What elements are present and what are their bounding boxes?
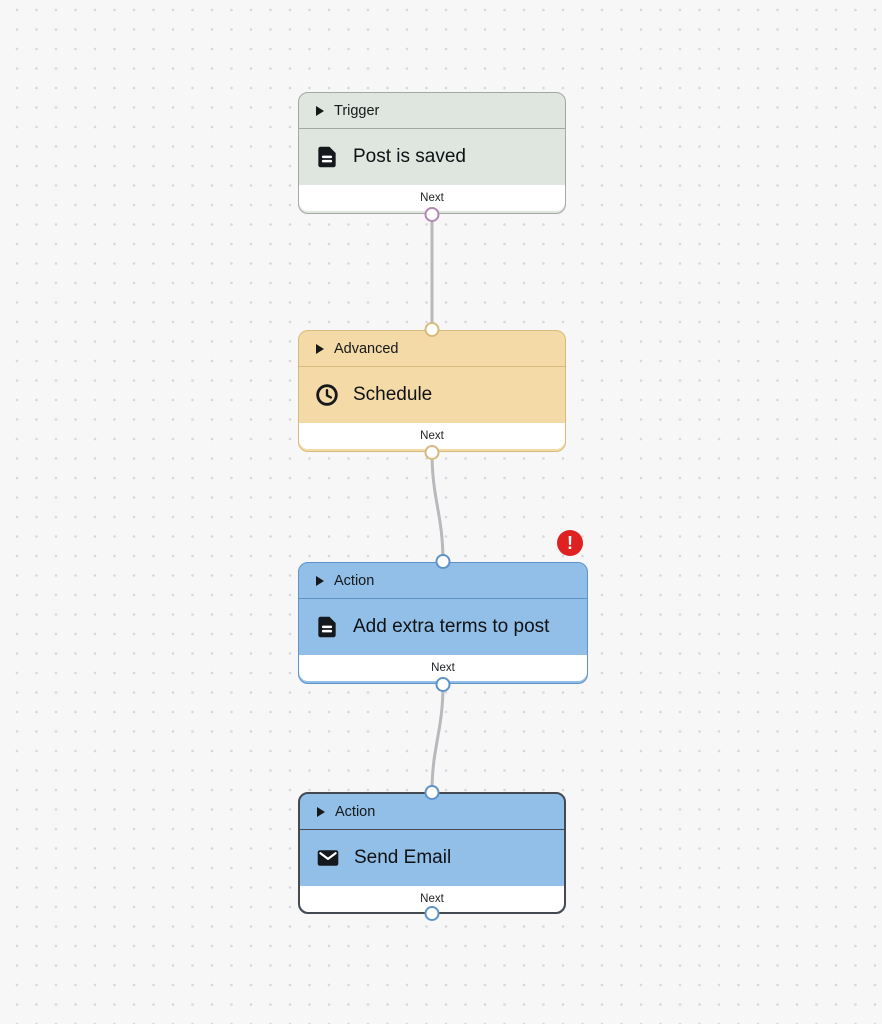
clock-icon xyxy=(314,382,340,408)
output-port[interactable] xyxy=(424,906,440,921)
edge-addterms-to-sendemail[interactable] xyxy=(430,682,445,794)
node-footer: Next xyxy=(299,185,565,211)
input-port[interactable] xyxy=(435,554,451,569)
node-action-add-extra-terms[interactable]: ! Action Add extra terms to post Next xyxy=(298,530,588,692)
node-body: Send Email xyxy=(300,830,564,886)
node-header[interactable]: Advanced xyxy=(299,331,565,367)
collapse-triangle-icon[interactable] xyxy=(316,343,324,354)
next-label: Next xyxy=(420,192,444,204)
node-footer: Next xyxy=(299,655,587,681)
edge-schedule-to-addterms[interactable] xyxy=(430,450,445,564)
node-title: Add extra terms to post xyxy=(353,616,550,637)
collapse-triangle-icon[interactable] xyxy=(316,105,324,116)
node-header[interactable]: Action xyxy=(299,563,587,599)
output-port[interactable] xyxy=(424,445,440,460)
output-port[interactable] xyxy=(435,677,451,692)
node-title: Schedule xyxy=(353,384,433,405)
node-footer: Next xyxy=(299,423,565,449)
node-advanced-schedule[interactable]: Advanced Schedule Next xyxy=(298,322,566,460)
node-body: Post is saved xyxy=(299,129,565,185)
collapse-triangle-icon[interactable] xyxy=(316,575,324,586)
node-header[interactable]: Trigger xyxy=(299,93,565,129)
node-category-label: Advanced xyxy=(334,340,399,357)
error-icon: ! xyxy=(567,533,573,553)
input-port[interactable] xyxy=(424,785,440,800)
document-icon xyxy=(314,144,340,170)
error-badge[interactable]: ! xyxy=(557,530,583,556)
node-title: Post is saved xyxy=(353,146,466,167)
next-label: Next xyxy=(420,893,444,905)
output-port[interactable] xyxy=(424,207,440,222)
input-port[interactable] xyxy=(424,322,440,337)
envelope-icon xyxy=(315,845,341,871)
node-body: Add extra terms to post xyxy=(299,599,587,655)
node-header[interactable]: Action xyxy=(300,794,564,830)
document-icon xyxy=(314,614,340,640)
node-body: Schedule xyxy=(299,367,565,423)
node-category-label: Action xyxy=(334,572,375,589)
next-label: Next xyxy=(431,662,455,674)
collapse-triangle-icon[interactable] xyxy=(317,806,325,817)
node-trigger-post-is-saved[interactable]: Trigger Post is saved Next xyxy=(298,92,566,222)
next-label: Next xyxy=(420,430,444,442)
node-category-label: Action xyxy=(335,803,376,820)
node-action-send-email[interactable]: Action Send Email Next xyxy=(298,785,566,921)
node-title: Send Email xyxy=(354,847,452,868)
node-category-label: Trigger xyxy=(334,102,380,119)
